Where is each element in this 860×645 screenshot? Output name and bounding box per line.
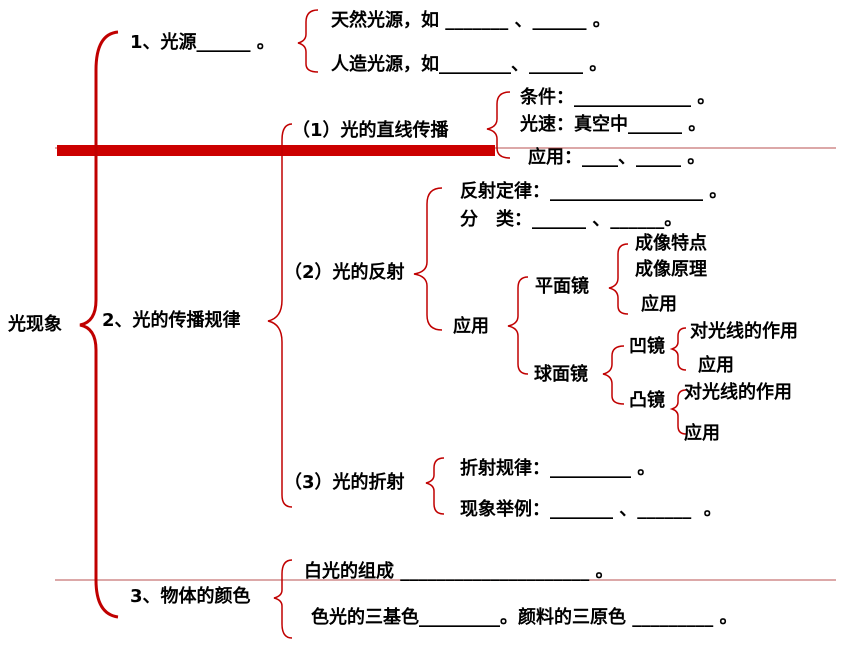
concave-mirror-label: 凹镜: [629, 336, 665, 357]
white-light-composition: 白光的组成 _____________________ 。: [304, 561, 614, 582]
plane-mirror-item2: 成像原理: [635, 259, 707, 280]
light-source-label: 1、光源______ 。: [130, 32, 275, 53]
natural-light-source: 天然光源，如 _______ 、______ 。: [331, 10, 611, 31]
red-bar: [57, 145, 495, 156]
brace-straight: [486, 91, 511, 159]
brace-main: [79, 30, 119, 619]
convex-mirror-label: 凸镜: [629, 390, 665, 411]
plane-mirror-label: 平面镜: [535, 276, 589, 297]
color-primaries: 色光的三基色_________。颜料的三原色 _________ 。: [311, 607, 738, 628]
concave-item1: 对光线的作用: [690, 321, 798, 342]
brace-colors: [273, 559, 293, 639]
brace-application: [507, 276, 529, 375]
artificial-light-source: 人造光源，如________、______ 。: [331, 54, 608, 75]
brace-plane-mirror: [608, 243, 629, 315]
reflection-application: 应用: [453, 316, 489, 337]
brace-convex: [669, 389, 687, 435]
root-label: 光现象: [8, 314, 62, 335]
reflection-types: 分 类：______ 、______。: [460, 209, 683, 230]
propagation-label: 2、光的传播规律: [102, 310, 241, 331]
convex-item2: 应用: [684, 423, 720, 444]
straight-condition: 条件：_____________ 。: [520, 87, 716, 108]
brace-propagation: [267, 123, 293, 508]
object-color-label: 3、物体的颜色: [130, 586, 251, 607]
brace-spherical-mirror: [602, 345, 625, 405]
brace-refraction: [425, 457, 445, 515]
refraction-examples: 现象举例：_______ 、______ 。: [460, 499, 722, 520]
straight-propagation-label: （1）光的直线传播: [292, 120, 449, 141]
plane-mirror-item3: 应用: [641, 294, 677, 315]
brace-concave: [669, 327, 687, 371]
reflection-label: （2）光的反射: [284, 262, 405, 283]
brace-reflection: [413, 187, 443, 331]
brace-light-source: [297, 9, 319, 73]
speed-of-light: 光速：真空中______ 。: [520, 114, 707, 135]
refraction-label: （3）光的折射: [284, 472, 405, 493]
convex-item1: 对光线的作用: [684, 382, 792, 403]
straight-application: 应用：____、_____ 。: [528, 147, 706, 168]
plane-mirror-item1: 成像特点: [635, 233, 707, 254]
spherical-mirror-label: 球面镜: [534, 364, 588, 385]
concave-item2: 应用: [698, 355, 734, 376]
reflection-law: 反射定律：_________________ 。: [460, 181, 728, 202]
refraction-law: 折射规律：_________ 。: [460, 458, 656, 479]
